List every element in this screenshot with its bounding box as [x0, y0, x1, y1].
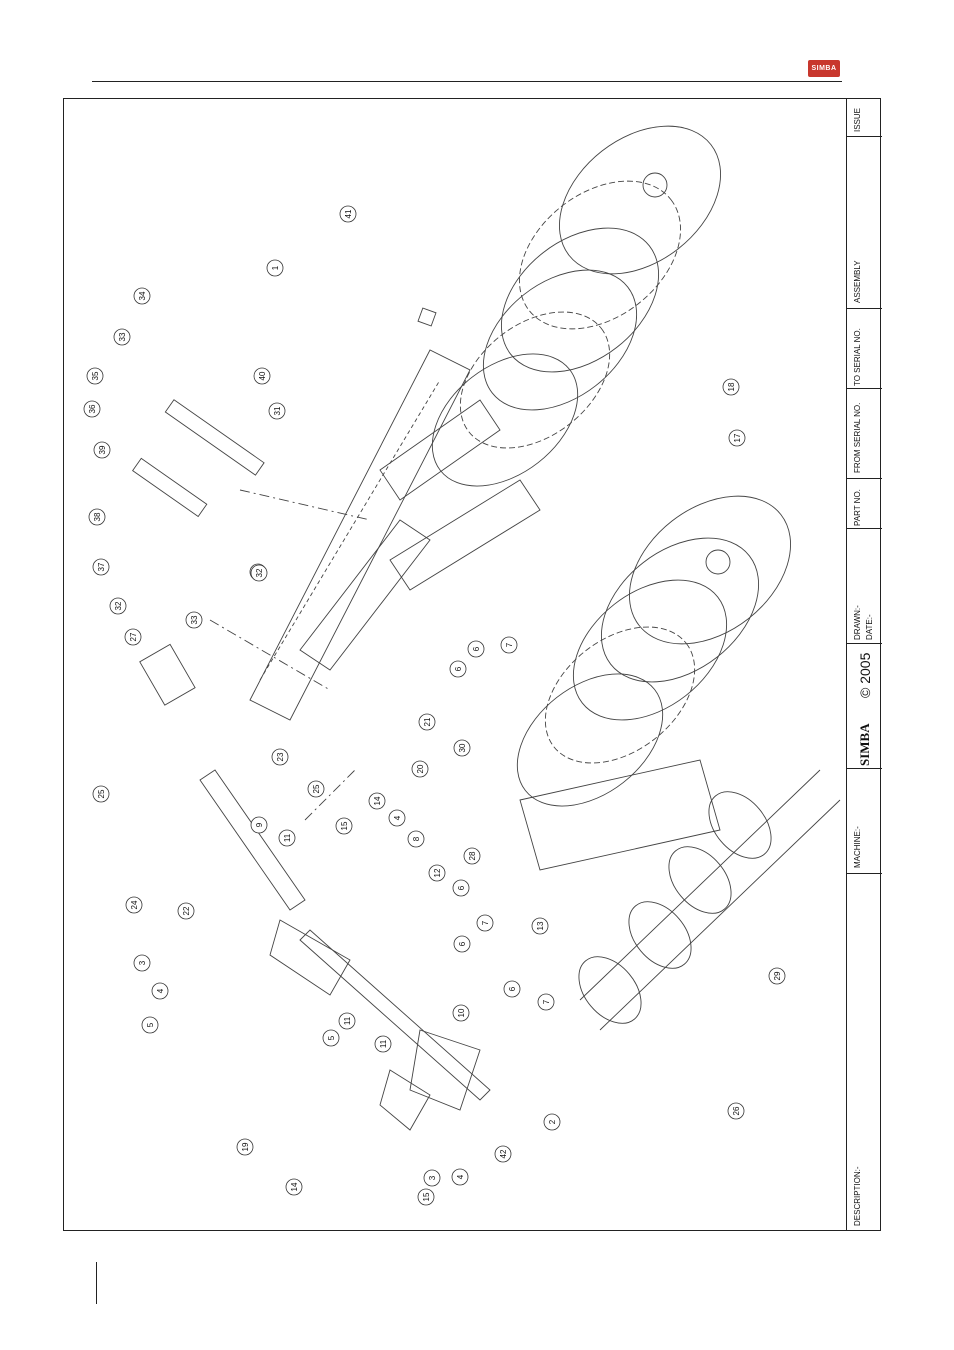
callout-number: 6 — [457, 885, 466, 890]
callout-number: 33 — [118, 332, 127, 341]
callout-number: 15 — [340, 821, 349, 830]
copyright-text: © 2005 — [857, 653, 873, 698]
callout-number: 12 — [433, 868, 442, 877]
callout-number: 2 — [548, 1119, 557, 1124]
callout-number: 17 — [733, 433, 742, 442]
disc-2 — [491, 151, 709, 360]
callout-number: 11 — [343, 1016, 352, 1025]
callout-number: 34 — [138, 291, 147, 300]
callout-number: 3 — [428, 1175, 437, 1180]
callout-number: 35 — [91, 371, 100, 380]
description-label: DESCRIPTION:- — [853, 1166, 862, 1226]
issue-label: ISSUE — [853, 108, 862, 132]
copyright-brand: SIMBA — [857, 723, 873, 766]
callout-number: 25 — [312, 784, 321, 793]
callout-number: 24 — [130, 900, 139, 909]
callout-number: 4 — [456, 1174, 465, 1179]
callout-number: 28 — [468, 851, 477, 860]
part-no-label: PART NO. — [853, 489, 862, 526]
callout-number: 32 — [114, 601, 123, 610]
machine-label: MACHINE:- — [853, 826, 862, 868]
callout-number: 11 — [379, 1039, 388, 1048]
disc-1 — [531, 96, 749, 305]
callout-number: 18 — [727, 382, 736, 391]
callout-number: 15 — [422, 1192, 431, 1201]
callout-number: 8 — [412, 836, 421, 841]
disc-4 — [457, 241, 664, 438]
callout-number: 14 — [290, 1182, 299, 1191]
disc-9 — [547, 551, 754, 748]
callout-number: 1 — [271, 265, 280, 270]
disc-7 — [601, 466, 819, 675]
callout-number: 19 — [241, 1142, 250, 1151]
callout-number: 11 — [283, 833, 292, 842]
callout-number: 39 — [98, 445, 107, 454]
disc-6 — [407, 327, 603, 513]
callout-number: 27 — [129, 632, 138, 641]
disc-3 — [474, 199, 687, 402]
assembly-label: ASSEMBLY — [853, 260, 862, 303]
drawn-label: DRAWN:- — [853, 605, 862, 640]
callout-number: 6 — [472, 646, 481, 651]
callout-number: 21 — [423, 717, 432, 726]
callout-number: 42 — [499, 1149, 508, 1158]
callout-number: 7 — [505, 642, 514, 647]
hub-lower — [706, 550, 730, 574]
callout-number: 37 — [97, 562, 106, 571]
callout-number: 23 — [276, 752, 285, 761]
callout-number: 6 — [458, 941, 467, 946]
callout-number: 29 — [773, 971, 782, 980]
disc-8 — [574, 509, 787, 712]
callout-number: 9 — [255, 822, 264, 827]
callout-number: 7 — [542, 999, 551, 1004]
callout-number: 20 — [416, 764, 425, 773]
callout-number: 14 — [373, 796, 382, 805]
callout-number: 4 — [156, 988, 165, 993]
callout-number: 25 — [97, 789, 106, 798]
callout-number: 3 — [138, 960, 147, 965]
date-label: DATE:- — [865, 614, 874, 640]
footer-rule — [96, 1262, 97, 1304]
callout-number: 26 — [732, 1106, 741, 1115]
callout-number: 31 — [273, 406, 282, 415]
callout-number: 40 — [258, 371, 267, 380]
from-serial-label: FROM SERIAL NO. — [853, 403, 862, 473]
callout-number: 10 — [457, 1008, 466, 1017]
callout-number: 13 — [536, 921, 545, 930]
callout-number: 5 — [146, 1022, 155, 1027]
callout-number: 33 — [190, 615, 199, 624]
callout-number: 4 — [393, 815, 402, 820]
packer-frame — [580, 770, 840, 1030]
callout-number: 30 — [458, 743, 467, 752]
hub-upper — [643, 173, 667, 197]
title-block: ISSUE ASSEMBLY TO SERIAL NO. FROM SERIAL… — [846, 98, 881, 1231]
callout-number: 41 — [344, 209, 353, 218]
to-serial-label: TO SERIAL NO. — [853, 328, 862, 386]
callout-number: 32 — [255, 568, 264, 577]
callout-number: 38 — [93, 512, 102, 521]
callout-number: 5 — [327, 1035, 336, 1040]
callout-number: 22 — [182, 906, 191, 915]
callout-number: 7 — [481, 920, 490, 925]
callout-number: 36 — [88, 404, 97, 413]
part-callouts: 4113433354036313938373236323327181776621… — [84, 206, 785, 1205]
callout-number: 6 — [508, 986, 517, 991]
callout-number: 6 — [454, 666, 463, 671]
